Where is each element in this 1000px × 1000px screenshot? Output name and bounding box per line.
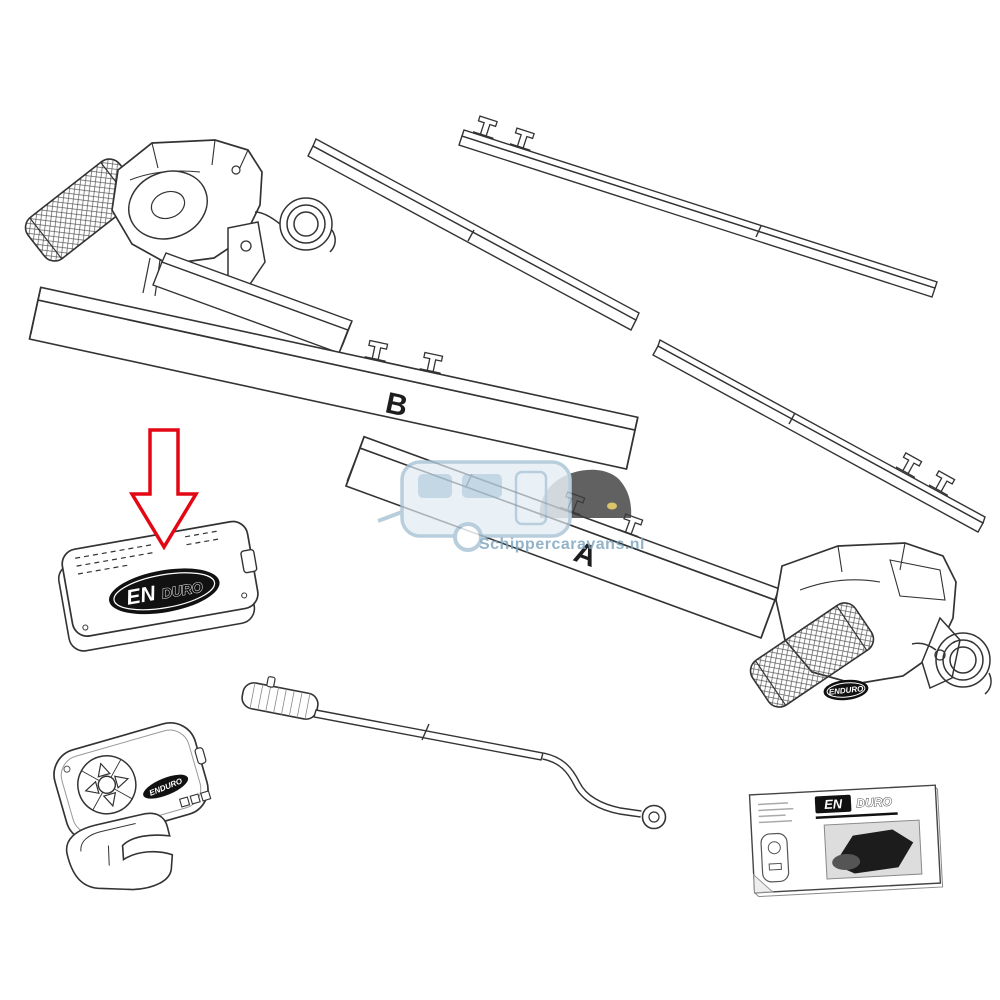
watermark: Schippercaravans.nl xyxy=(377,460,645,553)
watermark-caravan-window xyxy=(418,474,452,498)
manual-page-fold xyxy=(753,873,774,894)
bolt-hole xyxy=(240,240,252,252)
vent-slots xyxy=(77,564,128,575)
vent-slots xyxy=(75,544,152,559)
crank-bend-outline xyxy=(542,752,642,818)
brand-badge-motor-text: ENDURO xyxy=(828,684,864,697)
crank-bend-fill xyxy=(542,753,642,817)
latch-tab xyxy=(240,548,258,574)
cable-coil-right xyxy=(911,632,992,695)
manual-brand-duro: DURO xyxy=(856,794,893,810)
watermark-text: Schippercaravans.nl xyxy=(479,536,645,553)
watermark-headlight xyxy=(607,502,617,510)
grip-pin xyxy=(266,676,276,688)
position-mark xyxy=(467,229,475,242)
manual-photo-roller xyxy=(832,853,861,870)
remote-switch xyxy=(200,790,212,802)
screw xyxy=(82,624,89,631)
clip-seam xyxy=(107,845,110,866)
svg-text:EN DURO: EN DURO xyxy=(125,574,205,610)
cross-rail-upper-right xyxy=(458,115,938,298)
dpad-left-button xyxy=(84,780,100,795)
led-indicator xyxy=(63,765,71,773)
drive-motor-left xyxy=(24,139,353,354)
remote-switch xyxy=(178,796,191,808)
cross-rail-top xyxy=(307,138,640,331)
position-mark xyxy=(788,412,796,425)
watermark-caravan-wheel xyxy=(453,522,483,552)
crank-grip xyxy=(241,676,319,720)
beam-end-cap xyxy=(625,417,639,470)
manual-title-rule xyxy=(815,812,898,819)
watermark-caravan-door xyxy=(514,470,548,526)
crank-knob xyxy=(641,804,667,830)
manual-page-edge xyxy=(754,786,944,898)
red-pointer-arrow xyxy=(128,428,200,551)
screw xyxy=(231,165,241,175)
brand-en-text: EN xyxy=(125,582,159,610)
clip-body xyxy=(65,812,174,891)
manual-remote-figure xyxy=(760,832,790,883)
dpad-right-button xyxy=(113,775,130,789)
remote-switch xyxy=(189,793,201,805)
manual-brand-en: EN xyxy=(824,796,843,812)
drive-motor-right: ENDURO xyxy=(749,542,992,708)
cross-rail-lower-right xyxy=(652,338,986,533)
vent-slots xyxy=(76,552,153,567)
cable-coil-left xyxy=(254,197,336,253)
watermark-caravan-window xyxy=(462,474,502,498)
manual-text-lines xyxy=(757,802,794,824)
mounting-bracket-left xyxy=(227,221,266,292)
brand-duro-text: DURO xyxy=(160,579,203,602)
brand-badge-control: EN DURO xyxy=(109,568,220,615)
position-mark xyxy=(755,225,762,238)
position-mark xyxy=(421,723,430,741)
vent-slots xyxy=(185,530,219,546)
mounting-beam-b: B xyxy=(28,286,639,470)
direction-pad xyxy=(77,755,137,815)
dpad-center-button xyxy=(97,775,117,794)
control-unit: EN DURO xyxy=(57,520,259,652)
remote-side-button xyxy=(194,747,207,765)
drive-roller-right xyxy=(749,602,875,708)
watermark-caravan-hitch xyxy=(377,510,403,523)
instruction-manual: EN DURO xyxy=(748,784,944,898)
mounting-clip xyxy=(65,812,174,891)
dpad-down-button xyxy=(102,791,117,808)
dpad-up-button xyxy=(97,762,111,778)
brand-badge-motor: ENDURO xyxy=(823,679,869,701)
manual-remote-pad xyxy=(767,841,781,855)
crank-rod xyxy=(313,709,544,761)
clip-inner-edge xyxy=(80,823,136,852)
crank-handle xyxy=(241,676,667,830)
screw xyxy=(241,592,248,599)
brand-logo-manual: EN DURO xyxy=(814,794,898,819)
